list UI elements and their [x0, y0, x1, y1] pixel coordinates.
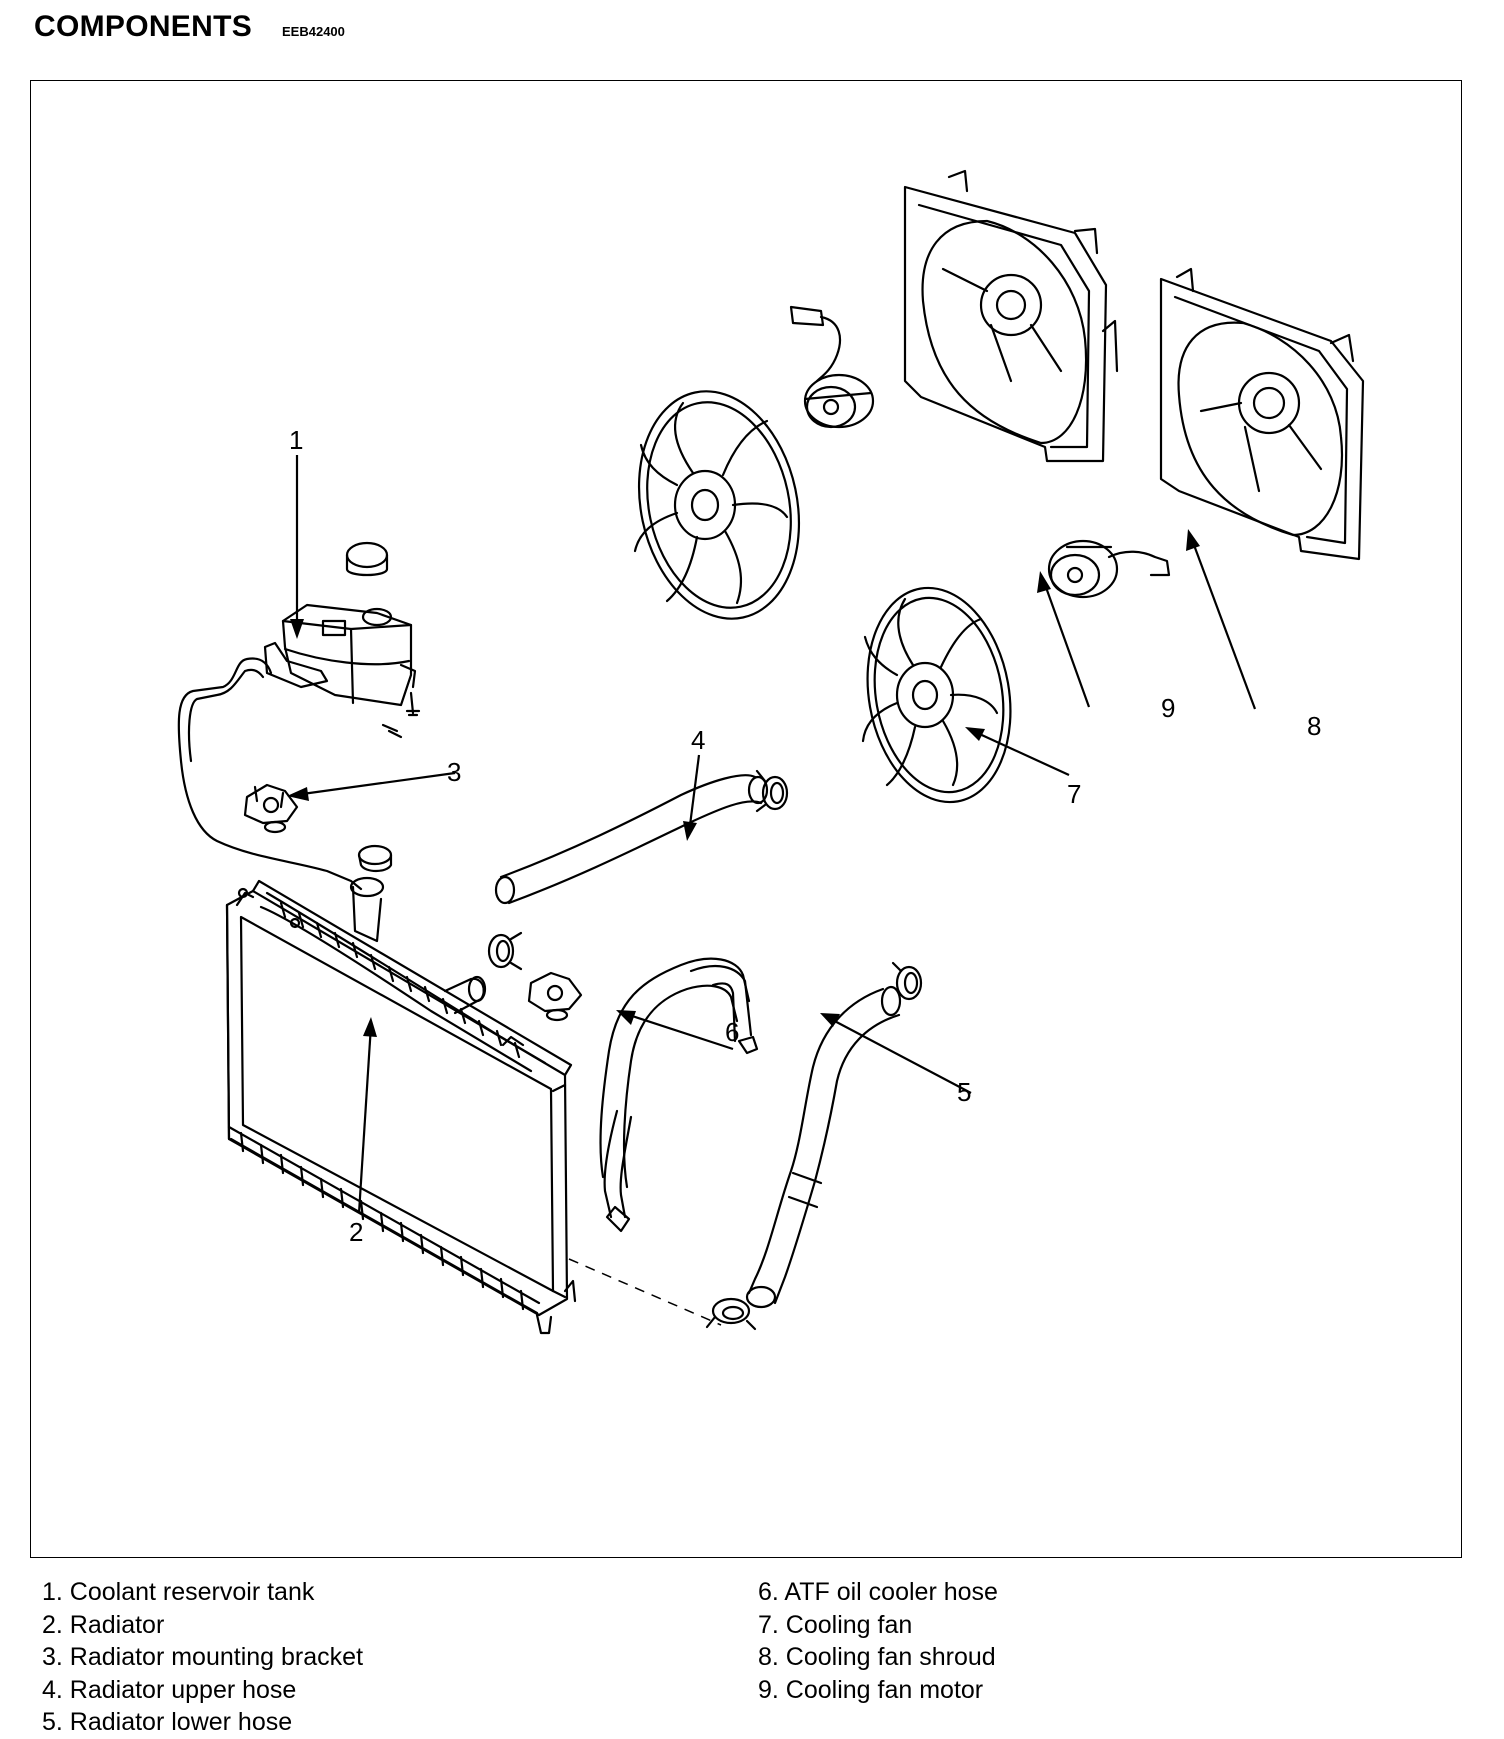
legend-item: 7. Cooling fan — [758, 1610, 913, 1639]
exploded-view-diagram: 1 2 3 4 5 6 7 8 9 — [177, 169, 1365, 1335]
leader-lines — [294, 455, 1257, 1214]
legend-item: 6. ATF oil cooler hose — [758, 1578, 998, 1606]
radiator — [225, 876, 577, 1335]
callout-7: 7 — [1067, 779, 1081, 809]
hose-clamp-lower-right — [891, 961, 923, 1001]
legend-item: 4. Radiator upper hose — [42, 1675, 297, 1704]
legend-item: 1. Coolant reservoir tank — [42, 1578, 315, 1606]
radiator-mounting-bracket-left — [243, 783, 299, 834]
diagram-frame: 1 2 3 4 5 6 7 8 9 — [30, 80, 1462, 1558]
callout-5: 5 — [957, 1077, 971, 1107]
legend-right: 6. ATF oil cooler hose 7. Cooling fan 8.… — [758, 1576, 998, 1706]
callout-1: 1 — [289, 425, 303, 455]
callout-2: 2 — [349, 1217, 363, 1247]
legend-item: 9. Cooling fan motor — [758, 1675, 984, 1704]
legend-left: 1. Coolant reservoir tank 2. Radiator 3.… — [42, 1576, 363, 1739]
legend-item: 3. Radiator mounting bracket — [42, 1643, 364, 1671]
atf-oil-cooler-hose — [599, 957, 759, 1233]
callout-9: 9 — [1161, 693, 1175, 723]
arrow-heads — [287, 529, 1200, 1037]
legend-item: 5. Radiator lower hose — [42, 1708, 293, 1736]
callout-3: 3 — [447, 757, 461, 787]
alignment-line — [568, 1258, 722, 1326]
page-header: COMPONENTS EEB42400 — [34, 10, 345, 44]
reservoir-cap — [345, 541, 389, 577]
hose-clamp-upper-left — [487, 931, 523, 971]
cooling-fan-motor-upper — [789, 305, 875, 429]
legend-item: 8. Cooling fan shroud — [758, 1643, 996, 1671]
hose-clamp-upper-right — [755, 769, 789, 813]
hose-clamp-lower-left — [705, 1297, 757, 1331]
radiator-mounting-bracket-right — [527, 971, 583, 1022]
radiator-lower-hose — [745, 985, 902, 1309]
callout-8: 8 — [1307, 711, 1321, 741]
document-code: EEB42400 — [282, 24, 345, 39]
callout-6: 6 — [725, 1017, 739, 1047]
cooling-fan-motor-lower — [1047, 539, 1171, 599]
cooling-fan-shroud-rear — [903, 169, 1119, 463]
radiator-cap — [357, 844, 393, 873]
coolant-reservoir-tank — [177, 603, 421, 891]
page-title: COMPONENTS — [34, 10, 253, 43]
legend-item: 2. Radiator — [42, 1610, 165, 1639]
radiator-upper-hose — [494, 774, 769, 905]
cooling-fan-shroud-front — [1159, 267, 1365, 561]
cooling-fan-upper — [633, 390, 801, 620]
cooling-fan-lower — [861, 586, 1012, 804]
callout-4: 4 — [691, 725, 705, 755]
